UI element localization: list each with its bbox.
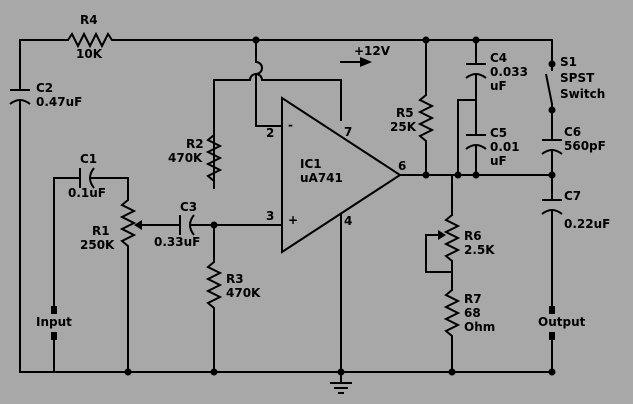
r1-ref: R1 [92, 224, 110, 238]
opamp-plus-sign: + [288, 213, 298, 227]
resistor-r2: R2 470K [168, 134, 223, 188]
c5-value: 0.01 [490, 140, 520, 154]
ground-symbol [330, 382, 352, 394]
c3-ref: C3 [180, 200, 197, 214]
c5-unit: uF [490, 154, 507, 168]
input-label: Input [36, 315, 72, 329]
c7-value: 0.22uF [564, 217, 610, 231]
r3-value: 470K [226, 286, 261, 300]
opamp-ref: IC1 [300, 157, 322, 171]
r2-ref: R2 [186, 137, 204, 151]
resistor-r4: R4 10K [67, 13, 116, 61]
resistor-r7: R7 68 Ohm [443, 289, 495, 340]
junction-dots [124, 36, 556, 376]
r4-ref: R4 [80, 13, 98, 27]
c4-value: 0.033 [490, 65, 528, 79]
c1-value: 0.1uF [68, 186, 106, 200]
resistor-r3: R3 470K [205, 261, 261, 312]
opamp-minus-sign: - [288, 118, 293, 132]
supply-label: +12V [354, 44, 391, 58]
s1-line1: SPST [560, 71, 595, 85]
supply-12v: +12V [354, 44, 391, 67]
capacitor-c1: C1 0.1uF [68, 152, 106, 200]
capacitor-c7: C7 0.22uF [541, 189, 610, 231]
potentiometer-r6: R6 2.5K [434, 214, 495, 272]
opamp-triangle [281, 96, 402, 254]
potentiometer-r1: R1 250K [80, 199, 148, 252]
c3-value: 0.33uF [154, 235, 200, 249]
s1-ref: S1 [560, 55, 577, 69]
output-terminal: Output [538, 306, 586, 340]
r6-ref: R6 [464, 229, 482, 243]
opamp-ic1: - + IC1 uA741 2 3 6 7 4 [266, 96, 406, 254]
input-terminal: Input [36, 306, 72, 340]
r6-value: 2.5K [464, 243, 495, 257]
r1-wiper-arrow-icon [134, 220, 142, 230]
r7-value: 68 [464, 306, 481, 320]
output-label: Output [538, 315, 586, 329]
pin-label-6: 6 [398, 159, 406, 173]
capacitor-c3: C3 0.33uF [154, 200, 200, 249]
c6-ref: C6 [564, 125, 581, 139]
opamp-part: uA741 [300, 171, 343, 185]
pin-label-4: 4 [344, 214, 352, 228]
r2-value: 470K [168, 151, 203, 165]
capacitor-c6: C6 560pF [541, 125, 606, 155]
c5-ref: C5 [490, 126, 507, 140]
capacitor-c2: C2 0.47uF [9, 81, 82, 109]
r7-unit: Ohm [464, 320, 495, 334]
pin-label-7: 7 [344, 125, 352, 139]
r5-value: 25K [390, 120, 417, 134]
pin-label-2: 2 [266, 126, 274, 140]
c1-ref: C1 [80, 152, 97, 166]
c6-value: 560pF [564, 139, 606, 153]
r4-value: 10K [76, 47, 103, 61]
c4-ref: C4 [490, 51, 507, 65]
c2-ref: C2 [36, 81, 53, 95]
r5-ref: R5 [396, 106, 414, 120]
resistor-r5: R5 25K [390, 94, 435, 150]
s1-line2: Switch [560, 87, 605, 101]
c2-value: 0.47uF [36, 95, 82, 109]
switch-lever [545, 73, 553, 105]
r6-wiper-arrow-icon [438, 230, 446, 240]
capacitor-c4: C4 0.033 uF [465, 51, 528, 93]
pin-label-3: 3 [266, 209, 274, 223]
c4-unit: uF [490, 79, 507, 93]
r7-ref: R7 [464, 292, 482, 306]
supply-arrow-icon [360, 57, 372, 67]
wires [19, 39, 553, 383]
switch-s1: S1 SPST Switch [545, 55, 605, 114]
r1-value: 250K [80, 238, 115, 252]
capacitor-c5: C5 0.01 uF [465, 126, 520, 168]
r3-ref: R3 [226, 272, 244, 286]
c7-ref: C7 [564, 189, 581, 203]
